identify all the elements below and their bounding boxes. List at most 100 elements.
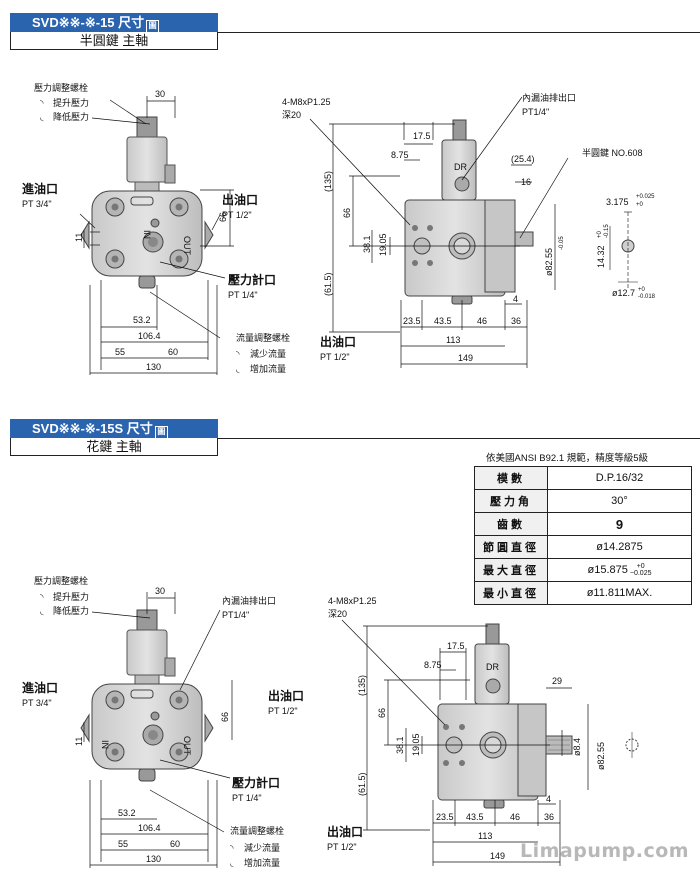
- key-label: 半圓鍵 NO.608: [582, 147, 643, 158]
- dim-30-2: 30: [155, 586, 165, 596]
- dim-60: 60: [168, 347, 178, 357]
- flow-more-icon-2: ◟: [230, 858, 234, 868]
- spec-value: ø11.811MAX.: [547, 581, 692, 605]
- dim-17-5: 17.5: [413, 131, 431, 141]
- flow-more-icon: ◟: [236, 364, 240, 374]
- raise-icon: ◝: [40, 98, 44, 108]
- drain-spec-2: PT1/4": [222, 610, 249, 620]
- out-label: OUT: [182, 236, 192, 256]
- in-label-2: IN: [100, 740, 110, 749]
- key-tol-2: +0: [636, 202, 644, 208]
- spec-key: 最大直徑: [474, 558, 548, 582]
- dim-25-4: (25.4): [511, 154, 535, 164]
- dim-113: 113: [446, 335, 460, 345]
- dim-38-1: 38.1: [362, 235, 372, 253]
- pressure-adjust-label-2: 壓力調整螺栓: [34, 575, 88, 586]
- dia-tol: -0.05: [559, 236, 565, 250]
- gauge-spec: PT 1/4": [228, 290, 258, 300]
- dim-38-1-2: 38.1: [395, 736, 405, 754]
- dim-113-2: 113: [478, 831, 492, 841]
- spec-value: D.P.16/32: [547, 466, 692, 490]
- dim-11: 11: [74, 233, 84, 242]
- front-dims-1: [79, 96, 234, 375]
- drain-label-2: 內漏油排出口: [222, 595, 276, 606]
- side-view-1: [404, 119, 534, 305]
- raise-icon-2: ◝: [40, 592, 44, 602]
- spec-value-cell: ø15.875+0−0.025: [547, 558, 692, 582]
- dim-19-05-2: 19.05: [411, 733, 421, 756]
- spec-key: 最小直徑: [474, 581, 548, 605]
- spec-tol-hi: +0: [636, 563, 645, 570]
- dim-23-5: 23.5: [403, 316, 421, 326]
- spec-tol-lo: −0.025: [629, 570, 652, 577]
- key-tol-6: -0.018: [638, 294, 656, 300]
- dim-149-2: 149: [490, 851, 505, 861]
- outlet2-spec-2: PT 1/2": [327, 842, 357, 852]
- raise-label-2: 提升壓力: [53, 591, 89, 602]
- flow-more-label-2: 增加流量: [244, 857, 280, 868]
- drain-label: 內漏油排出口: [522, 92, 576, 103]
- key-tol-3: +0: [597, 230, 603, 238]
- dim-106-4-2: 106.4: [138, 823, 161, 833]
- dim-36: 36: [511, 316, 521, 326]
- dim-8-75-2: 8.75: [424, 660, 442, 670]
- key-tol-5: +0: [638, 287, 646, 293]
- lower-icon-2: ◟: [40, 606, 44, 616]
- drain-spec: PT1/4": [522, 107, 549, 117]
- dim-16: 16: [521, 177, 531, 187]
- dim-8-4: ø8.4: [572, 738, 582, 756]
- inlet-label-2: 進油口: [22, 680, 58, 695]
- key-tol-4: -0.15: [604, 224, 610, 238]
- dr-label: DR: [454, 162, 467, 172]
- section2-rule: [218, 438, 700, 439]
- gauge-spec-2: PT 1/4": [232, 793, 262, 803]
- flow-adjust-label-2: 流量調整螺栓: [230, 825, 284, 836]
- front-dims-2: [83, 592, 233, 868]
- dim-30: 30: [155, 89, 165, 99]
- dim-17-5-2: 17.5: [447, 641, 465, 651]
- flow-less-icon-2: ◝: [230, 843, 234, 853]
- flow-less-label-2: 減少流量: [244, 842, 280, 853]
- flow-more-label: 增加流量: [250, 363, 286, 374]
- dim-36-2: 36: [544, 812, 554, 822]
- bolt-depth-2: 深20: [328, 609, 347, 619]
- outlet2-label-2: 出油口: [327, 824, 363, 839]
- spec-value: 30°: [547, 489, 692, 513]
- out-label-2: OUT: [182, 736, 192, 756]
- dim-19-05: 19.05: [378, 233, 388, 256]
- dim-53-2-2: 53.2: [118, 808, 136, 818]
- section1-rule: [218, 32, 700, 33]
- dim-66-side-2: 66: [377, 708, 387, 718]
- section2-title: SVD※※-※-15S 尺寸: [32, 421, 153, 436]
- dim-29: 29: [552, 676, 562, 686]
- spec-value: 9: [547, 512, 692, 536]
- lower-label-2: 降低壓力: [53, 605, 89, 616]
- dim-66-2: 66: [220, 712, 230, 722]
- dim-53-2: 53.2: [133, 315, 151, 325]
- key-dim-127: ø12.7: [612, 288, 635, 298]
- side-dims-2: [341, 619, 589, 866]
- dim-46-2: 46: [510, 812, 520, 822]
- outlet-spec: PT 1/2": [222, 210, 252, 220]
- outlet2-label: 出油口: [320, 334, 356, 349]
- dim-4-2: 4: [546, 794, 551, 804]
- spec-key: 齒數: [474, 512, 548, 536]
- dim-66-side: 66: [342, 208, 352, 218]
- spline-note: 依美國ANSI B92.1 規範，精度等級5級: [486, 453, 649, 464]
- bolt-label: 4-M8xP1.25: [282, 97, 331, 107]
- outlet2-spec: PT 1/2": [320, 352, 350, 362]
- dim-135-2: (135): [357, 675, 367, 696]
- watermark: Limapump.com: [520, 840, 690, 862]
- front-view-1: IN OUT: [80, 116, 214, 289]
- pressure-adjust-label: 壓力調整螺栓: [34, 82, 88, 93]
- spec-value: ø14.2875: [547, 535, 692, 559]
- dim-60-2: 60: [170, 839, 180, 849]
- spec-key: 壓力角: [474, 489, 548, 513]
- spec-key: 節圓直徑: [474, 535, 548, 559]
- dim-8-75: 8.75: [391, 150, 409, 160]
